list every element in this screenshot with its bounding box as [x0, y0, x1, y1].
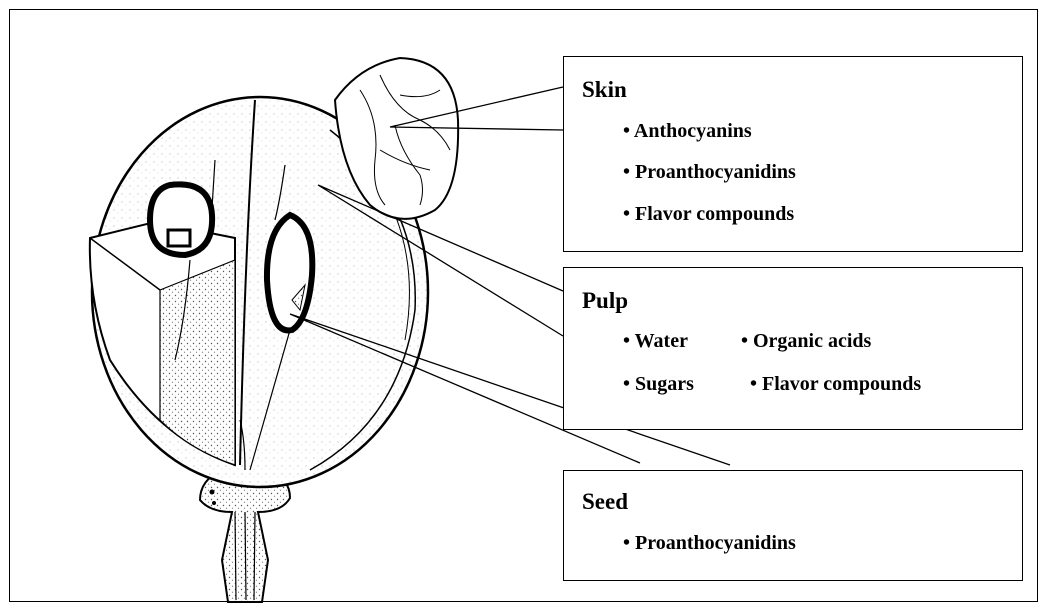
skin-item: • Flavor compounds — [623, 203, 794, 226]
seed-title: Seed — [582, 489, 628, 515]
stem — [200, 470, 290, 602]
skin-item: • Anthocyanins — [623, 120, 752, 143]
pulp-item: • Flavor compounds — [750, 373, 921, 396]
pulp-title: Pulp — [582, 288, 628, 314]
pulp-item: • Water — [623, 330, 688, 353]
seed-callout: Seed • Proanthocyanidins — [563, 470, 1023, 581]
skin-title: Skin — [582, 77, 627, 103]
skin-item: • Proanthocyanidins — [623, 161, 796, 184]
pulp-callout: Pulp • Water • Organic acids • Sugars • … — [563, 267, 1023, 430]
skin-callout: Skin • Anthocyanins • Proanthocyanidins … — [563, 56, 1023, 252]
pulp-item: • Organic acids — [741, 330, 871, 353]
pulp-item: • Sugars — [623, 373, 694, 396]
seed-item: • Proanthocyanidins — [623, 532, 796, 555]
